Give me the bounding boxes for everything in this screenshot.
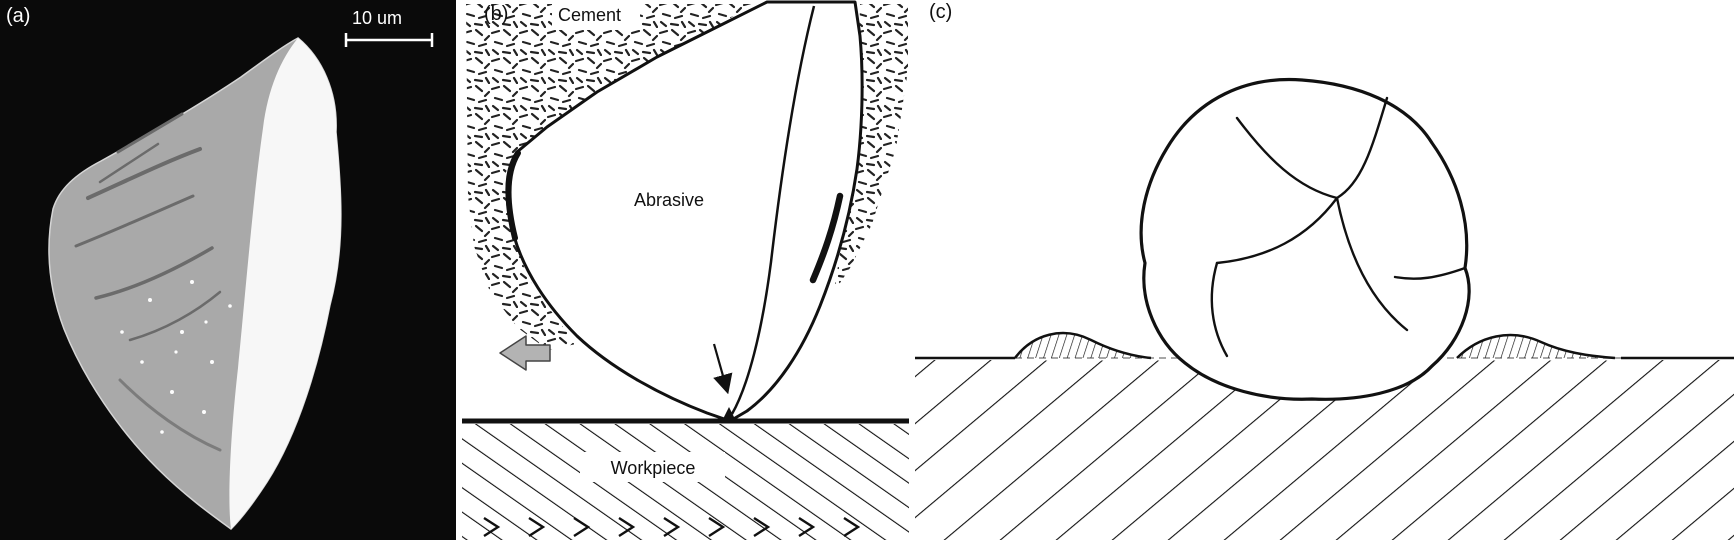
- panel-a: (a) 10 um: [0, 0, 462, 540]
- scale-bar-label: 10 um: [352, 8, 402, 28]
- sem-micrograph: (a) 10 um: [0, 0, 456, 540]
- cement-region-right: [834, 4, 908, 292]
- panel-c: (c): [915, 0, 1734, 540]
- workpiece-chevrons: [483, 516, 861, 538]
- sem-grain: [48, 37, 342, 530]
- grain-outline: [1139, 77, 1471, 401]
- contact-point: [723, 407, 735, 419]
- panel-b-label: (b): [484, 3, 508, 25]
- grain-thick-edge-right: [809, 192, 844, 284]
- contact-point-arrow: [712, 343, 733, 395]
- grain-surface-streaks: [74, 112, 222, 452]
- pileup-right-outline: [1456, 333, 1616, 360]
- workpiece-label-backing: [580, 452, 725, 482]
- sliding-direction-arrow: [499, 335, 551, 371]
- grain-facet-line: [730, 5, 816, 415]
- panel-b: Cement Abrasive: [462, 0, 915, 540]
- cement-region-left: [466, 4, 754, 350]
- cement-label-backing: [552, 0, 640, 30]
- panel-a-label: (a): [6, 5, 30, 27]
- scale-bar: [344, 33, 434, 47]
- grain-thick-edge-left: [505, 150, 521, 241]
- panel-c-label: (c): [929, 1, 952, 23]
- surface-speckles: [120, 280, 232, 434]
- workpiece-label: Workpiece: [611, 458, 696, 478]
- indentation-schematic: (c): [915, 1, 1734, 540]
- pileup-right-fill: [1457, 335, 1615, 358]
- abrasive-cement-schematic: Cement Abrasive: [462, 0, 909, 540]
- abrasive-label: Abrasive: [634, 190, 704, 210]
- pileup-left-outline: [1014, 331, 1152, 360]
- grain-crack-lines: [1210, 96, 1467, 358]
- cement-label: Cement: [558, 5, 621, 25]
- grain-bright-face: [229, 38, 341, 529]
